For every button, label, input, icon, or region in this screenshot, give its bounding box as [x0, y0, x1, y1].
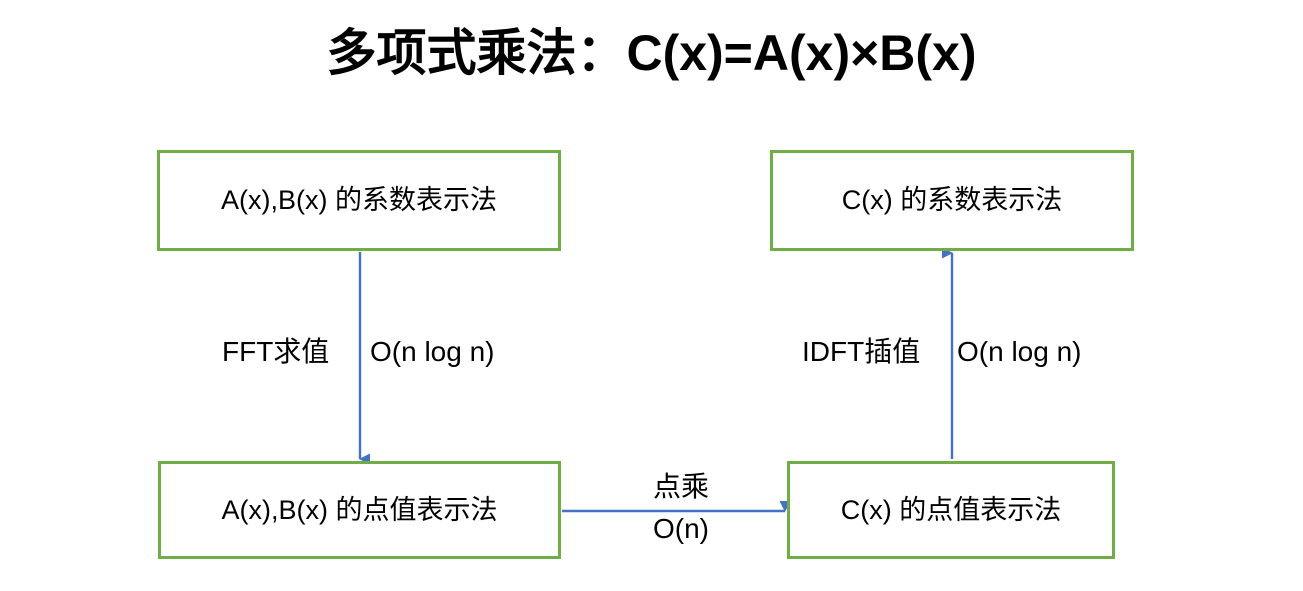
edge-label-idft: IDFT插值 O(n log n) [802, 336, 1122, 368]
edge-label-pointwise: 点乘 O(n) [626, 471, 736, 545]
node-label: C(x) 的系数表示法 [841, 185, 1063, 216]
node-point-value-representation-c[interactable]: C(x) 的点值表示法 [787, 461, 1115, 559]
page-title: 多项式乘法：C(x)=A(x)×B(x) [326, 25, 977, 81]
node-coefficient-representation-ab[interactable]: A(x),B(x) 的系数表示法 [157, 150, 561, 251]
edge-label-idft-cost: O(n log n) [957, 336, 1082, 367]
node-label: A(x),B(x) 的系数表示法 [221, 185, 497, 216]
edge-label-pointwise-cost: O(n) [653, 513, 709, 545]
edge-label-fft: FFT求值 O(n log n) [222, 336, 522, 368]
edge-label-pointwise-name: 点乘 [652, 471, 709, 502]
edge-label-fft-name: FFT求值 [222, 336, 330, 367]
node-label: C(x) 的点值表示法 [840, 494, 1062, 525]
node-coefficient-representation-c[interactable]: C(x) 的系数表示法 [770, 150, 1134, 251]
edge-label-idft-name: IDFT插值 [802, 336, 921, 367]
edge-label-fft-cost: O(n log n) [370, 336, 495, 367]
node-point-value-representation-ab[interactable]: A(x),B(x) 的点值表示法 [158, 461, 561, 559]
node-label: A(x),B(x) 的点值表示法 [221, 494, 498, 525]
